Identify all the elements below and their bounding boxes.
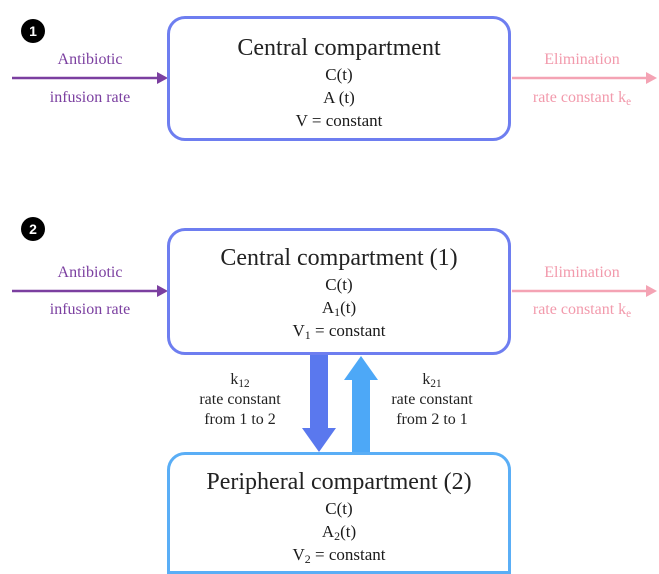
panel2-output-arrow: [512, 285, 657, 297]
panel1-input-arrow: [12, 72, 168, 84]
panel2-badge: 2: [21, 217, 45, 241]
k12-label: k12 rate constant from 1 to 2: [180, 370, 300, 430]
panel2-peripheral-amount: A2(t): [321, 522, 357, 543]
panel2-peripheral-compartment: Peripheral compartment (2) C(t) A2(t) V2…: [167, 452, 511, 574]
panel1-central-title: Central compartment: [237, 35, 441, 61]
panel2-central-compartment: Central compartment (1) C(t) A1(t) V1 = …: [167, 228, 511, 355]
panel1-input-label-1: Antibiotic: [57, 51, 123, 68]
panel2-input-label-1: Antibiotic: [57, 264, 123, 281]
k21-line2: rate constant: [391, 391, 473, 408]
panel2-input-label-2: infusion rate: [49, 301, 131, 318]
panel1-central-compartment: Central compartment C(t) A (t) V = const…: [167, 16, 511, 141]
panel1-central-amount: A (t): [323, 88, 355, 107]
panel2-output-label-1: Elimination: [544, 264, 620, 281]
panel2-output-label-2: rate constant ke: [532, 301, 632, 320]
panel2-peripheral-concentration: C(t): [325, 499, 353, 518]
panel2-input-arrow: [12, 285, 168, 297]
panel2-central-title: Central compartment (1): [220, 245, 458, 271]
k12-line3: from 1 to 2: [204, 411, 276, 428]
k21-line3: from 2 to 1: [396, 411, 468, 428]
k12-down-arrow: [302, 354, 336, 452]
panel1-badge: 1: [21, 19, 45, 43]
k21-up-arrow: [344, 356, 378, 452]
panel1-output-label-1: Elimination: [544, 51, 620, 68]
k12-symbol: k12: [230, 371, 250, 390]
panel1-output-label-2: rate constant ke: [532, 89, 632, 108]
panel2-central-volume: V1 = constant: [292, 321, 386, 342]
k21-symbol: k21: [422, 371, 442, 390]
k12-line2: rate constant: [199, 391, 281, 408]
panel1-central-volume: V = constant: [295, 111, 383, 130]
panel1-central-concentration: C(t): [325, 65, 353, 84]
panel2-peripheral-volume: V2 = constant: [292, 545, 386, 566]
k21-label: k21 rate constant from 2 to 1: [372, 370, 492, 430]
panel1-output-arrow: [512, 72, 657, 84]
panel2-central-concentration: C(t): [325, 275, 353, 294]
panel1-input-label-2: infusion rate: [49, 89, 131, 106]
panel2-central-amount: A1(t): [321, 298, 357, 319]
panel2-peripheral-title: Peripheral compartment (2): [206, 469, 472, 495]
